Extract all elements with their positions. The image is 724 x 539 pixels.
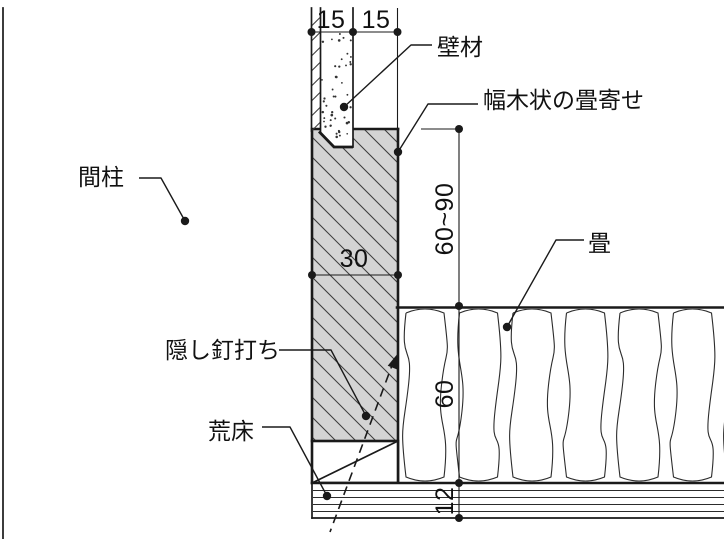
dim-dot (455, 302, 463, 310)
label-wall-material: 壁材 (437, 34, 483, 60)
dim-text-15-left: 15 (317, 6, 346, 34)
dim-text-30: 30 (340, 245, 369, 273)
dim-dot (394, 271, 402, 279)
leader-stud (139, 177, 186, 222)
dim-text-60: 60 (431, 380, 459, 409)
dim-dot (455, 479, 463, 487)
subfloor-plank (312, 483, 724, 518)
dim-text-15-right: 15 (362, 6, 391, 34)
label-tatami: 畳 (588, 230, 611, 256)
leader-tatami-yose (397, 103, 478, 153)
edge-board-diagonal (310, 439, 400, 485)
dim-dot (307, 28, 316, 36)
leader-dot-stud (180, 216, 190, 226)
leader-dot-tatami (502, 322, 512, 332)
subfloor-plank-lines (313, 490, 724, 512)
dim-text-12: 12 (431, 487, 459, 516)
leader-dot-tatami-yose (393, 147, 403, 157)
lath-strip-hatch (311, 16, 321, 132)
hidden-nail-arrow (387, 352, 399, 370)
tatami-texture (402, 309, 724, 482)
dim-dot (349, 28, 357, 36)
label-stud: 間柱 (78, 164, 124, 190)
dim-text-60-90: 60~90 (431, 183, 459, 256)
hidden-nail-line (329, 359, 395, 533)
dim-dot (455, 125, 463, 133)
leader-dot-hidden-nail (361, 411, 371, 421)
leader-dot-subfloor (322, 491, 332, 501)
leader-hidden-nail (279, 349, 367, 417)
leader-tatami (506, 239, 584, 328)
label-hidden-nail: 隠し釘打ち (165, 337, 280, 363)
label-subfloor: 荒床 (208, 418, 254, 444)
wall-material-stipple (321, 33, 352, 139)
label-tatami-yose: 幅木状の畳寄せ (483, 87, 644, 113)
leader-dot-wall-material (339, 102, 349, 112)
dim-dot (455, 514, 463, 522)
dim-dot (308, 271, 316, 279)
dim-dot (393, 28, 402, 36)
wall-material-panel (320, 31, 353, 147)
leader-wall-material (343, 44, 432, 108)
leader-subfloor (262, 426, 328, 497)
wall-material-bottom-edge (317, 130, 353, 149)
